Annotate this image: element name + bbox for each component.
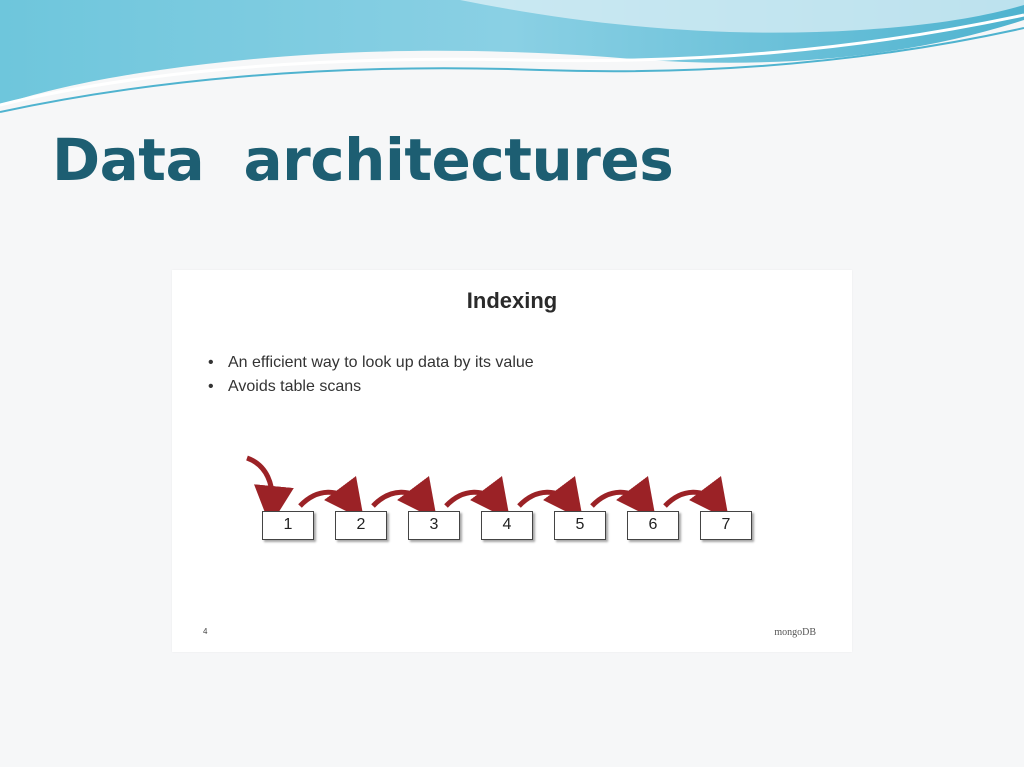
- index-box: 3: [408, 511, 460, 540]
- index-box: 2: [335, 511, 387, 540]
- mongodb-logo: mongoDB: [774, 627, 816, 638]
- bullet-list: An efficient way to look up data by its …: [208, 354, 534, 402]
- link-arrow-6: [663, 475, 730, 520]
- entry-arrow: [246, 455, 294, 526]
- index-box: 1: [262, 511, 314, 540]
- page-title: Data architectures: [52, 126, 674, 194]
- slide-page-number: 4: [203, 627, 208, 636]
- index-box: 4: [481, 511, 533, 540]
- bullet-item: Avoids table scans: [208, 378, 534, 396]
- index-box: 5: [554, 511, 606, 540]
- slide-heading: Indexing: [466, 288, 558, 313]
- slide-image: Indexing An efficient way to look up dat…: [172, 270, 852, 652]
- index-box: 6: [627, 511, 679, 540]
- link-arrow-3: [444, 475, 511, 520]
- index-box: 7: [700, 511, 752, 540]
- index-arrows-diagram: [246, 455, 730, 526]
- link-arrow-4: [517, 475, 584, 520]
- bullet-item: An efficient way to look up data by its …: [208, 354, 534, 372]
- header-wave-decoration: [0, 0, 1024, 113]
- link-arrow-5: [590, 475, 657, 520]
- link-arrow-2: [371, 475, 438, 520]
- link-arrow-1: [298, 475, 365, 520]
